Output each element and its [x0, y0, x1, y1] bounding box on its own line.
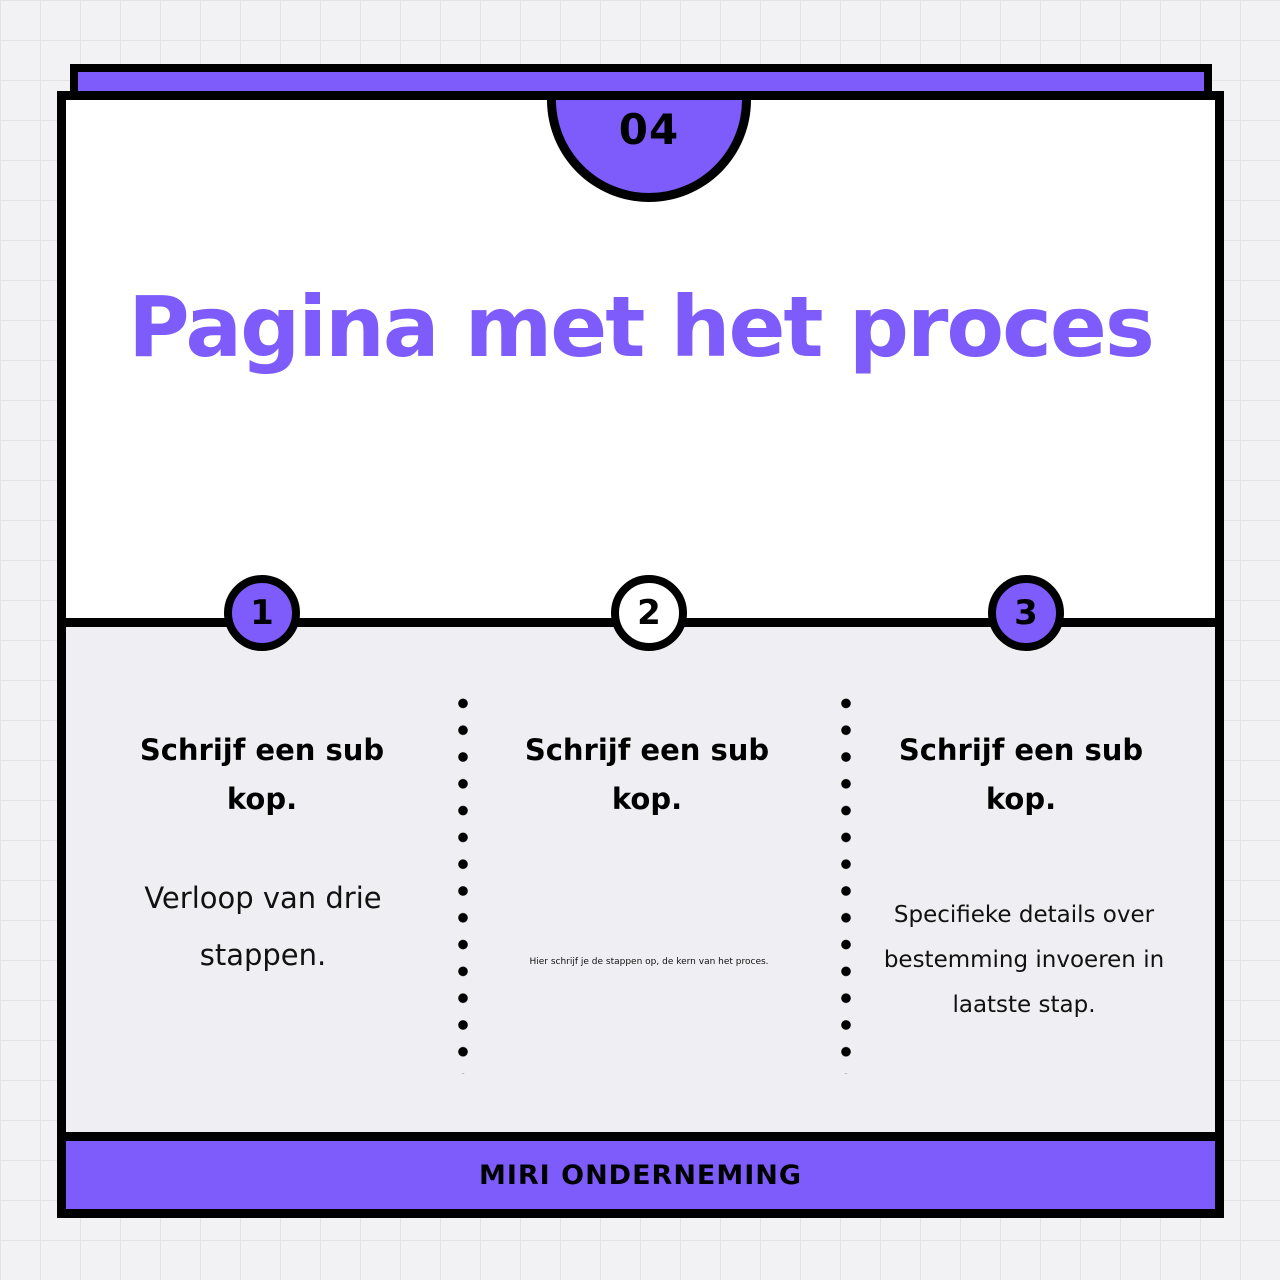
steps-panel: [66, 618, 1215, 1150]
step-1-body: Verloop van drie stappen.: [144, 881, 382, 972]
step-3-badge: 3: [988, 575, 1064, 651]
page-number-badge: 04: [547, 100, 751, 202]
step-1-heading: Schrijf een sub kop.: [139, 733, 385, 816]
dotted-divider-left: [458, 690, 468, 1074]
step-3-body: Specifieke details over bestemming invoe…: [883, 902, 1165, 1018]
step-2-heading: Schrijf een sub kop.: [524, 733, 770, 816]
page-number: 04: [618, 105, 680, 154]
step-1-badge: 1: [224, 575, 300, 651]
process-card: 04 Pagina met het proces 1 2 3 Schrijf e…: [57, 91, 1224, 1218]
page-title: Pagina met het proces: [128, 278, 1155, 376]
footer-brand: MIRI ONDERNEMING: [478, 1159, 803, 1191]
step-2-body: Hier schrijf je de stappen op, de kern v…: [529, 957, 769, 967]
step-2-badge: 2: [611, 575, 687, 651]
footer-bar: MIRI ONDERNEMING: [66, 1132, 1215, 1209]
step-3-heading: Schrijf een sub kop.: [898, 733, 1144, 816]
dotted-divider-right: [841, 690, 851, 1074]
